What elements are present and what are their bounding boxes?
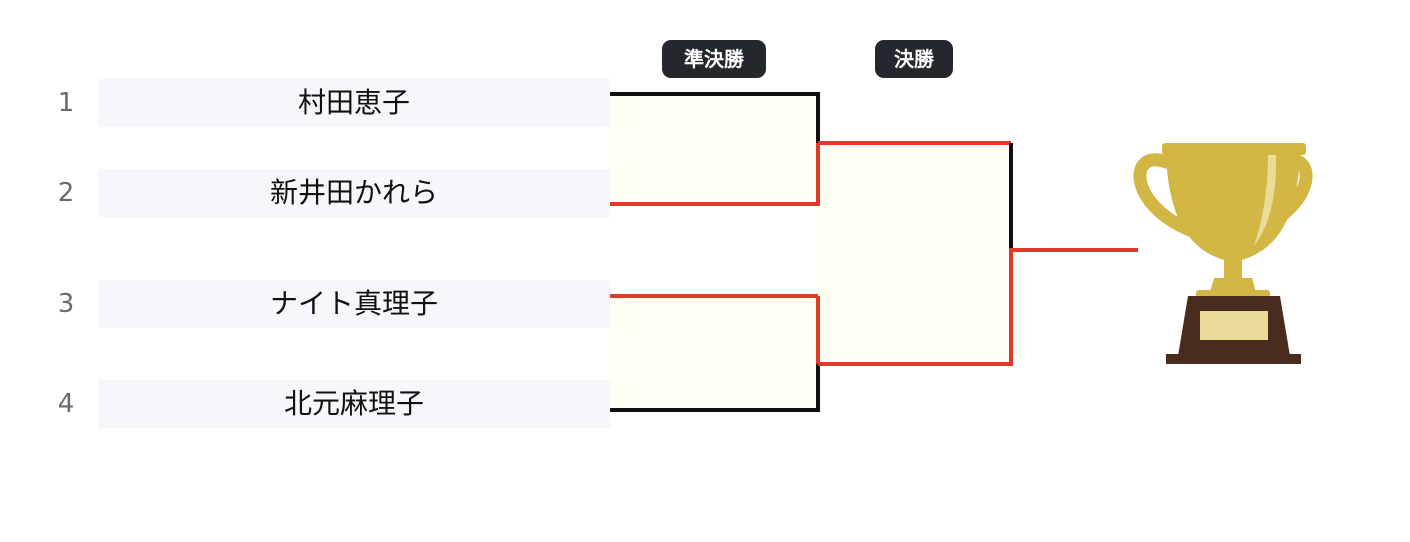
semifinal-match-2-loser-line	[610, 362, 820, 412]
seed-number-1: 1	[57, 88, 75, 118]
player-slot-4[interactable]: 北元麻理子	[98, 380, 610, 428]
round-label-final: 決勝	[875, 40, 953, 78]
seed-number-3: 3	[57, 289, 75, 319]
final-bottom-winner-line	[818, 248, 1138, 366]
semifinal-match-2-box[interactable]	[610, 296, 818, 410]
player-slot-2[interactable]: 新井田かれら	[98, 169, 610, 217]
semifinal-match-1-loser-line	[610, 92, 820, 146]
semifinal-match-1-box[interactable]	[610, 94, 818, 204]
seed-number-2: 2	[57, 178, 75, 208]
final-match-box[interactable]	[818, 143, 1011, 364]
seed-number-4: 4	[57, 389, 75, 419]
player-slot-1[interactable]: 村田恵子	[98, 79, 610, 127]
trophy-icon	[1133, 143, 1313, 364]
player-slot-3[interactable]: ナイト真理子	[98, 280, 610, 328]
round-label-semifinal: 準決勝	[662, 40, 766, 78]
